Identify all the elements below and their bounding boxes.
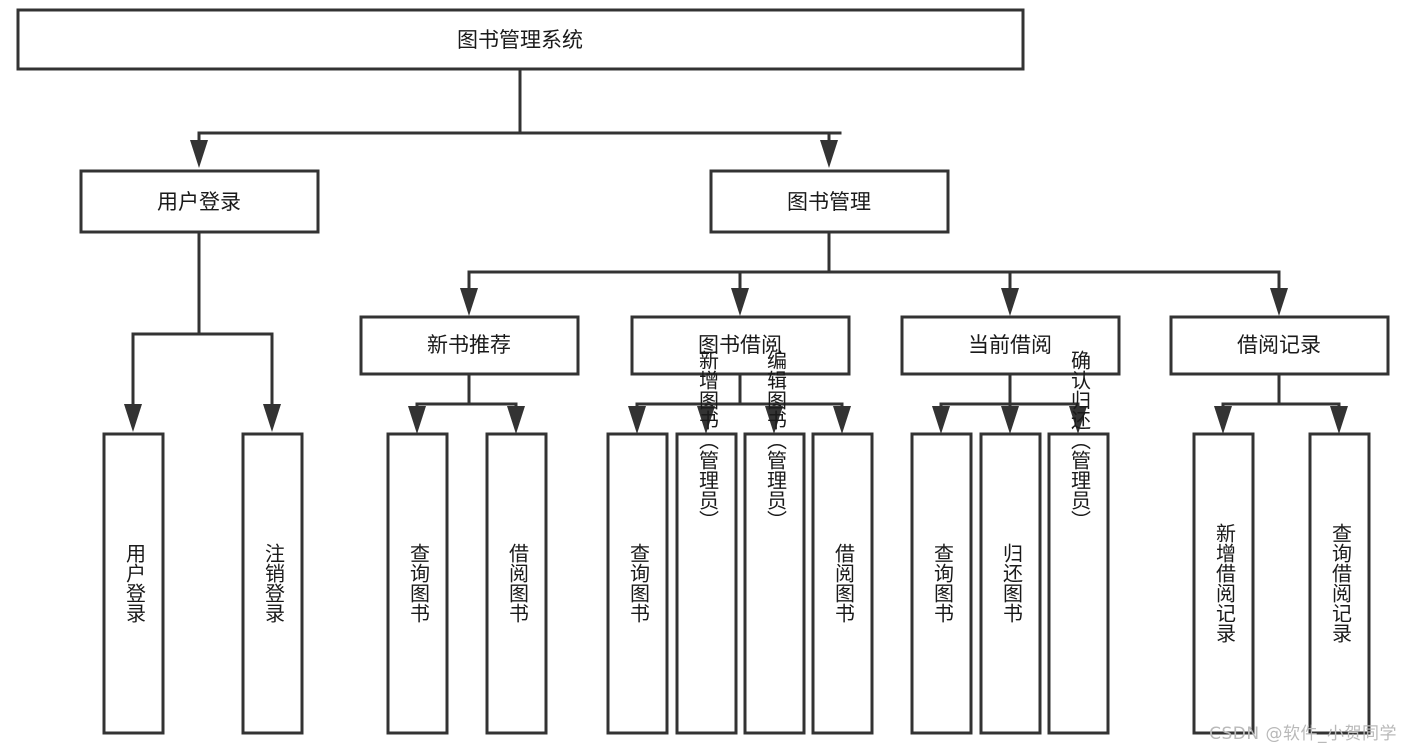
- connector-root-to-level2: [190, 67, 842, 168]
- node-root-system[interactable]: 图书管理系统: [16, 8, 1025, 71]
- leaf-borrow-record-add[interactable]: 新增借阅记录: [1192, 432, 1255, 735]
- node-user-login[interactable]: 用户登录: [79, 169, 320, 234]
- node-book-borrow[interactable]: 图书借阅: [630, 315, 851, 376]
- connector-userlogin-to-leaves: [124, 230, 281, 432]
- leaf-user-login-login-label: 用户登录: [123, 543, 147, 623]
- node-new-book-recommend[interactable]: 新书推荐: [359, 315, 580, 376]
- node-new-book-recommend-label: 新书推荐: [427, 333, 511, 357]
- leaf-current-borrow-confirm[interactable]: 确认归还（管理员）: [1047, 350, 1110, 735]
- leaf-book-borrow-query[interactable]: 查询图书: [606, 432, 669, 735]
- node-current-borrow[interactable]: 当前借阅: [900, 315, 1121, 376]
- leaf-current-borrow-query-label: 查询图书: [931, 543, 955, 623]
- leaf-new-book-query[interactable]: 查询图书: [386, 432, 449, 735]
- leaf-new-book-borrow-label: 借阅图书: [506, 543, 530, 623]
- node-borrow-record-label: 借阅记录: [1237, 333, 1321, 357]
- leaf-borrow-record-add-label: 新增借阅记录: [1213, 523, 1237, 643]
- leaf-user-login-login[interactable]: 用户登录: [102, 432, 165, 735]
- node-book-management-label: 图书管理: [787, 190, 871, 214]
- leaf-user-login-logout-label: 注销登录: [262, 543, 286, 623]
- connector-bookmgmt-to-level3: [460, 230, 1288, 316]
- node-borrow-record[interactable]: 借阅记录: [1169, 315, 1390, 376]
- connector-newbook-to-leaves: [408, 372, 525, 434]
- leaf-current-borrow-query[interactable]: 查询图书: [910, 432, 973, 735]
- node-root-label: 图书管理系统: [457, 28, 583, 52]
- leaf-current-borrow-return-label: 归还图书: [1000, 543, 1024, 623]
- leaf-book-borrow-add[interactable]: 新增图书（管理员）: [675, 350, 738, 735]
- leaf-new-book-borrow[interactable]: 借阅图书: [485, 432, 548, 735]
- leaf-current-borrow-return[interactable]: 归还图书: [979, 432, 1042, 735]
- connector-currentborrow-to-leaves: [932, 372, 1087, 434]
- node-book-management[interactable]: 图书管理: [709, 169, 950, 234]
- node-book-borrow-label: 图书借阅: [698, 333, 782, 357]
- node-current-borrow-label: 当前借阅: [968, 333, 1052, 357]
- leaf-user-login-logout[interactable]: 注销登录: [241, 432, 304, 735]
- leaf-book-borrow-borrow[interactable]: 借阅图书: [811, 432, 874, 735]
- connector-bookborrow-to-leaves: [628, 372, 851, 434]
- leaf-book-borrow-add-label: 新增图书（管理员）: [696, 350, 720, 530]
- leaf-book-borrow-edit[interactable]: 编辑图书（管理员）: [743, 350, 806, 735]
- leaf-book-borrow-borrow-label: 借阅图书: [832, 543, 856, 623]
- leaf-borrow-record-query-label: 查询借阅记录: [1329, 523, 1353, 643]
- leaf-current-borrow-confirm-label: 确认归还（管理员）: [1068, 350, 1092, 530]
- leaf-new-book-query-label: 查询图书: [407, 543, 431, 623]
- leaf-book-borrow-query-label: 查询图书: [627, 543, 651, 623]
- leaf-borrow-record-query[interactable]: 查询借阅记录: [1308, 432, 1371, 735]
- connector-borrowrecord-to-leaves: [1214, 372, 1348, 434]
- leaf-book-borrow-edit-label: 编辑图书（管理员）: [764, 350, 788, 530]
- node-user-login-label: 用户登录: [157, 190, 241, 214]
